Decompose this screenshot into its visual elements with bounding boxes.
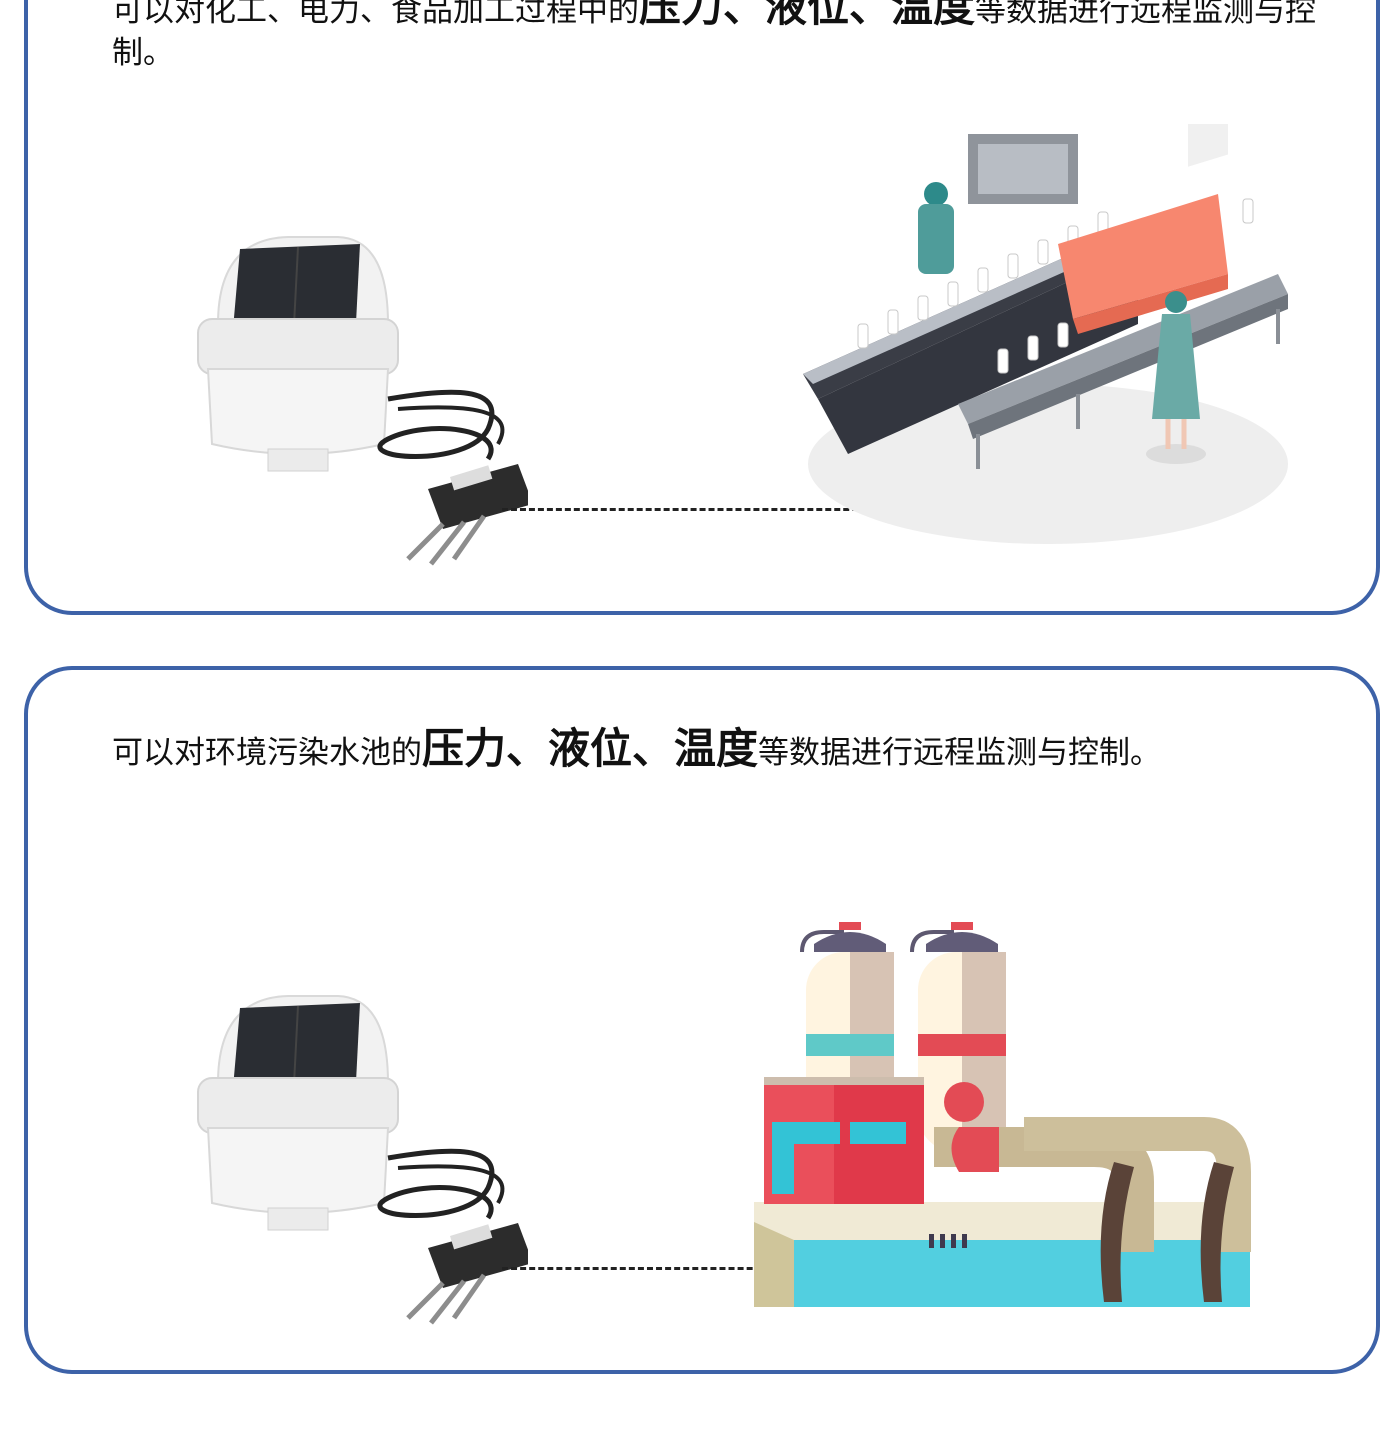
food-processing-card: 可以对化工、电力、食品加工过程中的压力、液位、温度等数据进行远程监测与控制。 xyxy=(24,0,1380,615)
polluted-pool-factory-icon xyxy=(754,922,1251,1307)
section-2-highlight: 压力、液位、温度 xyxy=(422,724,759,773)
connector-line xyxy=(502,1267,952,1270)
water-pool-card: 可以对环境污染水池的压力、液位、温度等数据进行远程监测与控制。 xyxy=(24,666,1380,1374)
section-1-text-after: 等数据进行远程监测与控制。 xyxy=(112,0,1317,71)
section-1-text-before: 可以对化工、电力、食品加工过程中的 xyxy=(112,0,639,29)
section-2-text-before: 可以对环境污染水池的 xyxy=(112,735,422,771)
section-2-description: 可以对环境污染水池的压力、液位、温度等数据进行远程监测与控制。 xyxy=(112,728,1316,774)
section-1-highlight: 压力、液位、温度 xyxy=(639,0,976,31)
sensor-device-icon xyxy=(197,995,528,1325)
sensor-device-icon xyxy=(197,236,528,566)
section-2-text-after: 等数据进行远程监测与控制。 xyxy=(758,735,1162,771)
section-1-description: 可以对化工、电力、食品加工过程中的压力、液位、温度等数据进行远程监测与控制。 xyxy=(112,0,1316,74)
connector-line xyxy=(502,508,948,511)
food-processing-line-icon xyxy=(803,124,1288,544)
